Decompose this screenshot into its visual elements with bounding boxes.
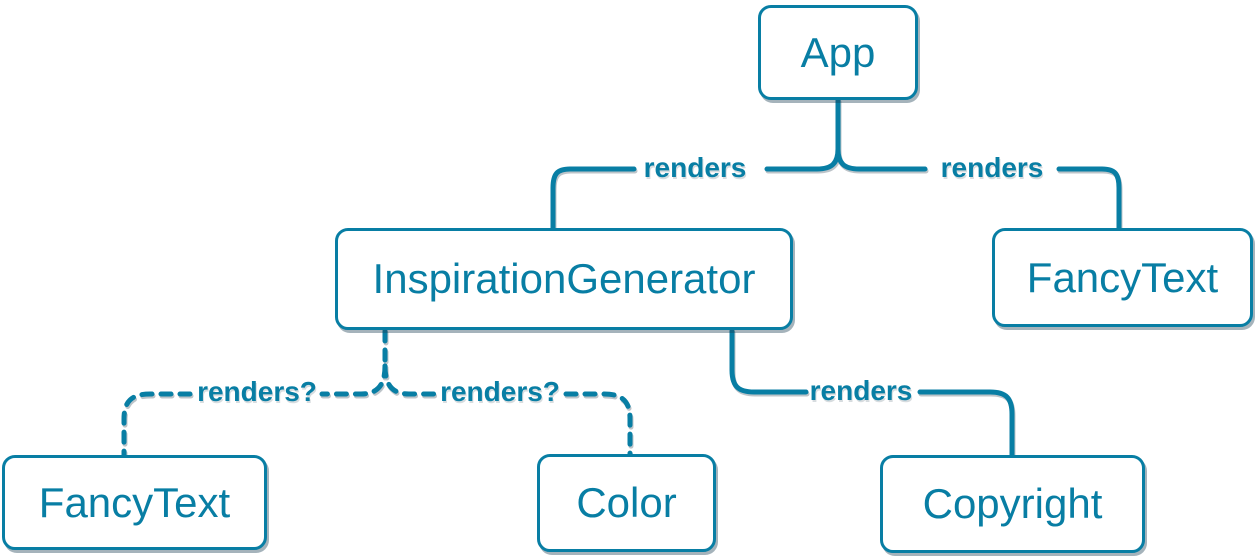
edge-label-inspirationgenerator-copyright: renders: [809, 375, 913, 406]
node-fancy-text-top: FancyText: [992, 228, 1253, 327]
node-inspiration-generator-label: InspirationGenerator: [372, 255, 756, 302]
edge-inspirationgenerator-copyright-start-line: [729, 328, 809, 395]
node-fancy-text-bottom-label: FancyText: [38, 478, 231, 526]
edge-label-inspirationgenerator-color: renders?: [440, 376, 560, 407]
edge-inspirationgenerator-to-color-dashed-line: [563, 391, 633, 457]
node-app: App: [758, 5, 918, 100]
node-fancy-text-top-label: FancyText: [1026, 253, 1219, 301]
edge-inspirationgenerator-right-fork-dashed-line: [382, 363, 437, 397]
node-fancy-text-bottom: FancyText: [2, 455, 267, 550]
edge-app-left-fork-line: [764, 146, 841, 172]
edge-inspirationgenerator-to-fancytext-dashed-line: [121, 391, 193, 459]
edge-app-right-fork-line: [835, 146, 928, 172]
edge-label-app-inspirationgenerator: renders: [643, 152, 747, 183]
node-copyright: Copyright: [880, 455, 1145, 553]
node-color-label: Color: [576, 479, 677, 526]
edge-label-inspirationgenerator-fancytext: renders?: [197, 376, 317, 407]
node-copyright-label: Copyright: [922, 480, 1103, 527]
edge-inspirationgenerator-left-fork-dashed-line: [319, 363, 388, 397]
edge-app-to-inspirationgenerator-line: [550, 166, 637, 232]
edge-inspirationgenerator-copyright-end-line: [917, 389, 1015, 459]
edge-app-to-fancytext-line: [1056, 166, 1122, 232]
node-inspiration-generator: InspirationGenerator: [335, 228, 793, 330]
node-color: Color: [537, 454, 716, 552]
edge-label-app-fancytext: renders: [940, 152, 1044, 183]
node-app-label: App: [800, 28, 876, 76]
